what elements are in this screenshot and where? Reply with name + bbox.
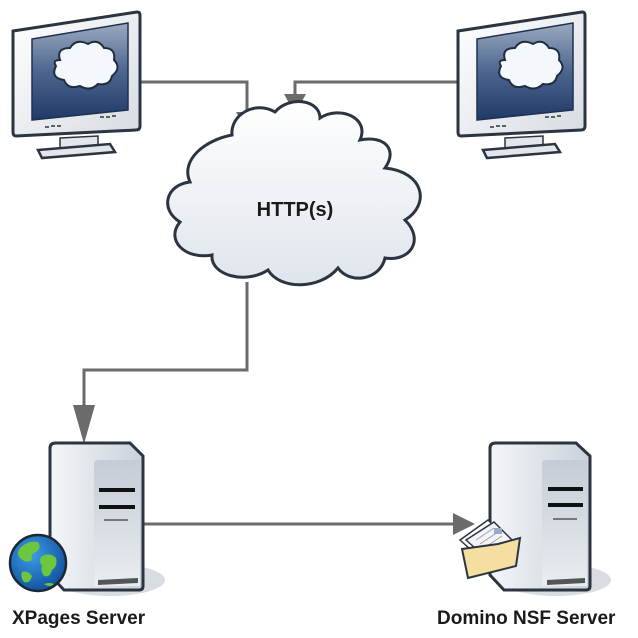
xpages-server[interactable]: [48, 441, 165, 596]
client-monitor-left[interactable]: [11, 10, 142, 160]
globe-icon: [8, 533, 68, 593]
connector-cloud-to-xpages: [73, 282, 249, 444]
arrowhead-icon: [73, 405, 95, 444]
domino-nsf-server-label: Domino NSF Server: [437, 608, 616, 629]
http-cloud[interactable]: [166, 100, 422, 287]
cloud-icon: [498, 40, 564, 90]
folder-icon: [458, 519, 522, 580]
client-monitor-right[interactable]: [456, 10, 587, 160]
domino-nsf-server[interactable]: [488, 441, 611, 596]
xpages-server-label: XPages Server: [12, 608, 146, 629]
http-cloud-label: HTTP(s): [256, 199, 334, 221]
connector-xpages-to-domino: [144, 513, 475, 535]
cloud-icon: [53, 40, 119, 90]
arrowhead-icon: [453, 513, 475, 535]
